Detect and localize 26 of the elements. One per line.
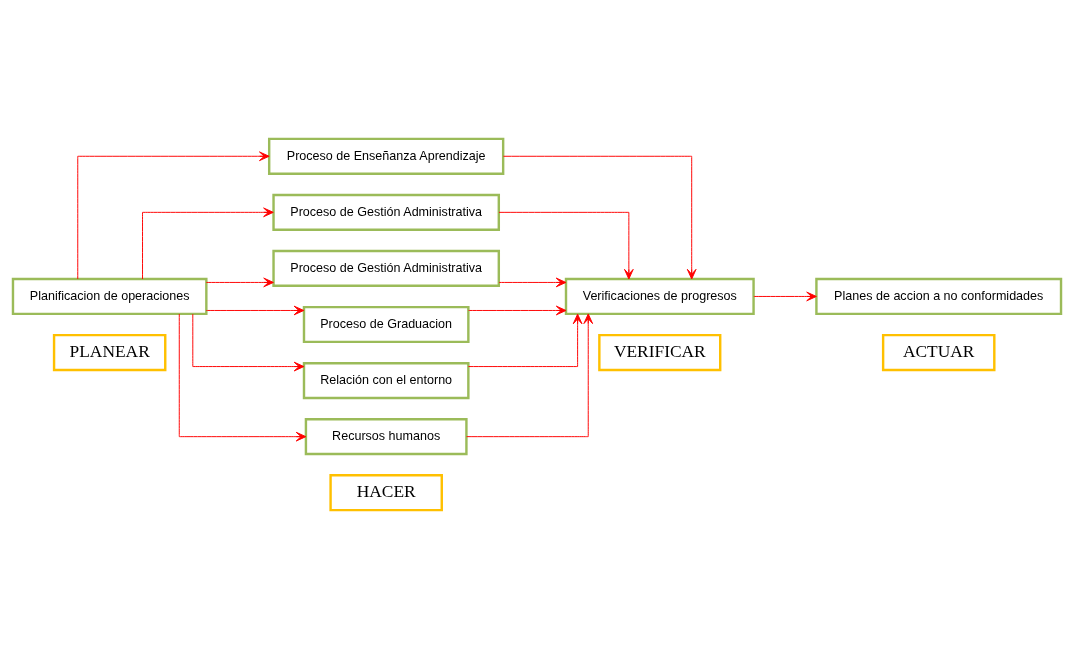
arrow [468,305,567,316]
node-box: PLANEAR [52,333,167,372]
node-box: ACTUAR [881,333,996,372]
node-box: HACER [329,474,443,512]
arrow [77,151,270,280]
arrow [205,277,274,288]
arrow [192,313,305,372]
node-box: Verificaciones de progresos [564,277,755,316]
arrow [753,291,817,302]
node-box: Proceso de Gestión Administrativa [272,193,500,231]
arrow [205,305,305,316]
arrow [466,313,594,438]
node-box: Recursos humanos [304,418,468,456]
arrow [498,277,567,288]
node-box: Proceso de Gestión Administrativa [272,249,500,288]
node-box: Proceso de Enseñanza Aprendizaje [268,137,505,175]
node-box: Proceso de Graduacion [302,305,470,344]
node-box: Planes de accion a no conformidades [815,277,1063,316]
node-box: VERIFICAR [598,333,722,372]
arrow [468,313,583,368]
arrow [142,207,274,280]
node-box: Planificacion de operaciones [11,277,208,316]
arrow [498,211,634,280]
arrow [502,155,697,280]
arrow [178,313,307,442]
node-box: Relación con el entorno [302,361,470,400]
